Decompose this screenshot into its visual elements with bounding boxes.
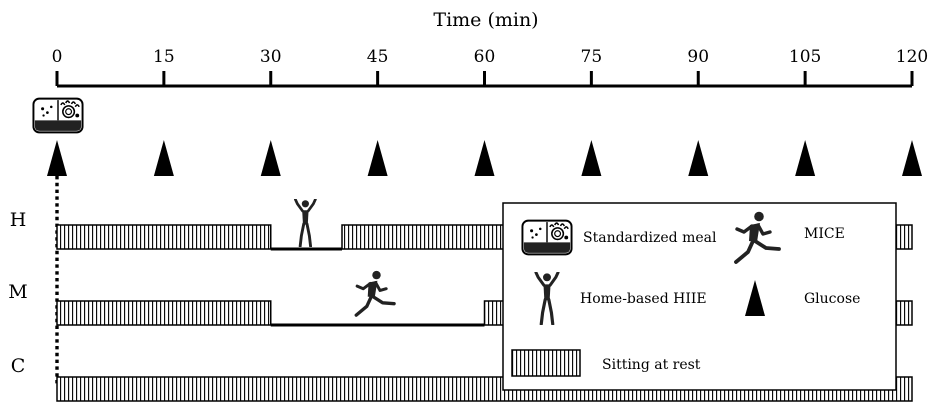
glucose-marker — [688, 140, 709, 176]
legend-meal-label: Standardized meal — [583, 230, 717, 246]
axis-tick-label: 0 — [52, 47, 63, 67]
jumping-figure-icon — [293, 199, 317, 247]
axis-tick-label: 60 — [474, 47, 496, 67]
legend-mice-label: MICE — [804, 226, 845, 242]
axis-tick-label: 30 — [260, 47, 282, 67]
glucose-marker — [47, 140, 67, 176]
axis-tick-label: 75 — [581, 47, 603, 67]
time-axis-ticks: 0 15 30 45 60 75 90 105 120 — [52, 47, 928, 86]
glucose-marker — [153, 140, 174, 176]
sitting-bar — [56, 300, 272, 326]
glucose-marker — [902, 140, 922, 176]
axis-tick-label: 105 — [789, 47, 821, 67]
condition-label: C — [11, 355, 26, 377]
legend-hiie-label: Home-based HIIE — [580, 291, 707, 307]
axis-tick-label: 45 — [367, 47, 389, 67]
legend: Standardized meal MICE Home-based HIIE G… — [502, 202, 897, 391]
axis-tick-label: 120 — [896, 47, 928, 67]
axis-tick-label: 90 — [687, 47, 709, 67]
glucose-marker — [795, 140, 816, 176]
running-figure-icon — [354, 270, 396, 317]
condition-label: H — [10, 209, 27, 231]
meal-box-icon — [32, 97, 84, 134]
glucose-marker — [260, 140, 281, 176]
legend-sitting-label: Sitting at rest — [602, 357, 701, 373]
legend-glucose-label: Glucose — [804, 291, 860, 307]
sitting-bar — [56, 224, 272, 250]
axis-tick-label: 15 — [153, 47, 175, 67]
meal-box-icon — [521, 219, 573, 256]
legend-sitting-swatch — [511, 349, 581, 377]
condition-label: M — [8, 281, 27, 303]
glucose-markers — [47, 140, 922, 176]
triangle-icon — [745, 280, 765, 316]
glucose-marker — [367, 140, 388, 176]
axis-title: Time (min) — [433, 9, 538, 31]
glucose-marker — [581, 140, 602, 176]
glucose-marker — [474, 140, 495, 176]
